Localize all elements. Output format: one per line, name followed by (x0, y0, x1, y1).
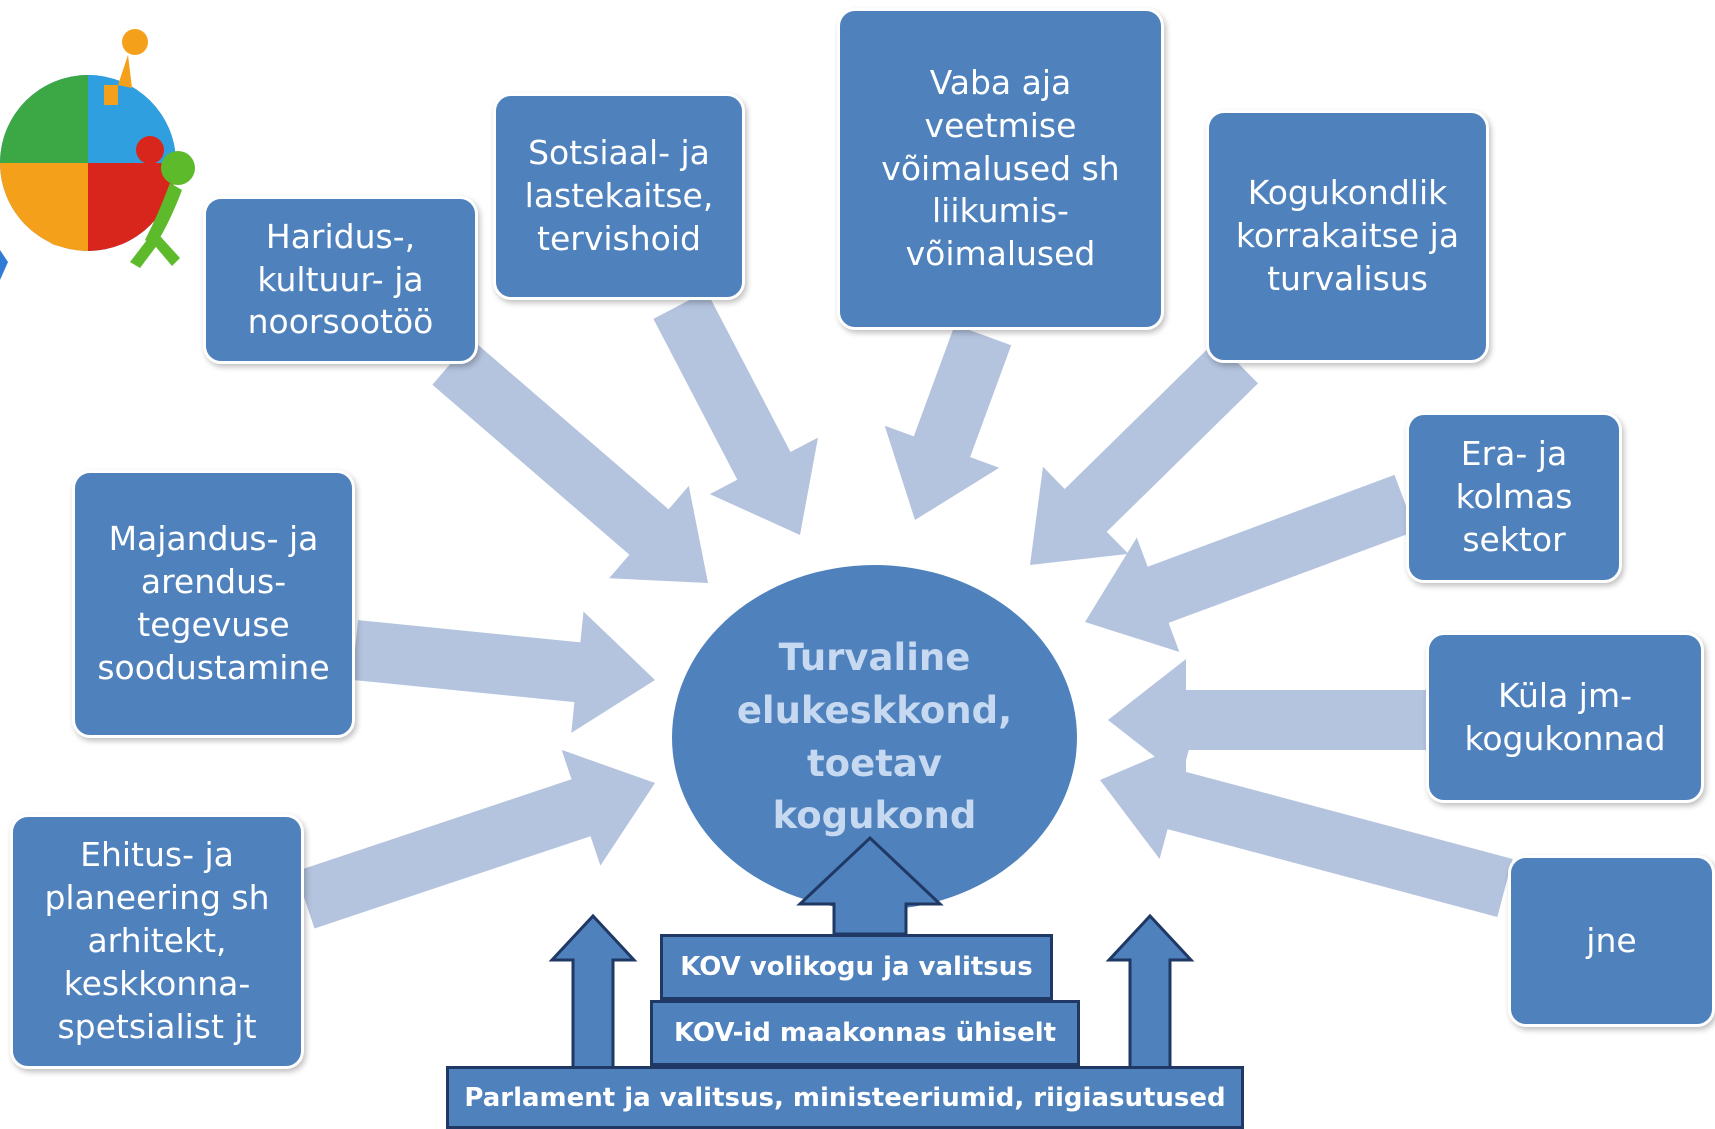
center-ellipse: Turvaline elukeskkond, toetav kogukond (672, 565, 1077, 910)
tier-kov-volikogu: KOV volikogu ja valitsus (660, 934, 1053, 1000)
box-sotsiaal: Sotsiaal- ja lastekaitse, tervishoid (493, 93, 745, 300)
box-korrakaitse: Kogukondlik korrakaitse ja turvalisus (1206, 110, 1489, 363)
puzzle-people-icon (0, 29, 195, 280)
arrow-from-haridus (432, 339, 708, 583)
box-majandus: Majandus- ja arendus- tegevuse soodustam… (72, 470, 355, 738)
arrow-from-kula (1108, 659, 1426, 781)
tier-parlament: Parlament ja valitsus, ministeeriumid, r… (446, 1066, 1244, 1129)
box-haridus: Haridus-, kultuur- ja noorsootöö (203, 196, 478, 364)
arrow-from-korrakaitse (1030, 340, 1258, 565)
box-vaba-aja: Vaba aja veetmise võimalused sh liikumis… (837, 8, 1164, 330)
box-kula: Küla jm- kogukonnad (1426, 632, 1704, 803)
box-ehitus: Ehitus- ja planeering sh arhitekt, keskk… (10, 814, 304, 1069)
arrow-from-ehitus (295, 749, 655, 929)
arrow-from-jne (1100, 741, 1513, 917)
box-jne: jne (1508, 855, 1715, 1027)
tier-kov-maakonnas: KOV-id maakonnas ühiselt (650, 1000, 1080, 1066)
arrow-from-sotsiaal (653, 291, 818, 535)
box-era-kolmas: Era- ja kolmas sektor (1406, 412, 1622, 583)
arrow-from-vaba-aja (884, 324, 1012, 520)
arrow-from-era-kolmas (1085, 474, 1416, 652)
arrow-from-majandus (352, 611, 655, 733)
